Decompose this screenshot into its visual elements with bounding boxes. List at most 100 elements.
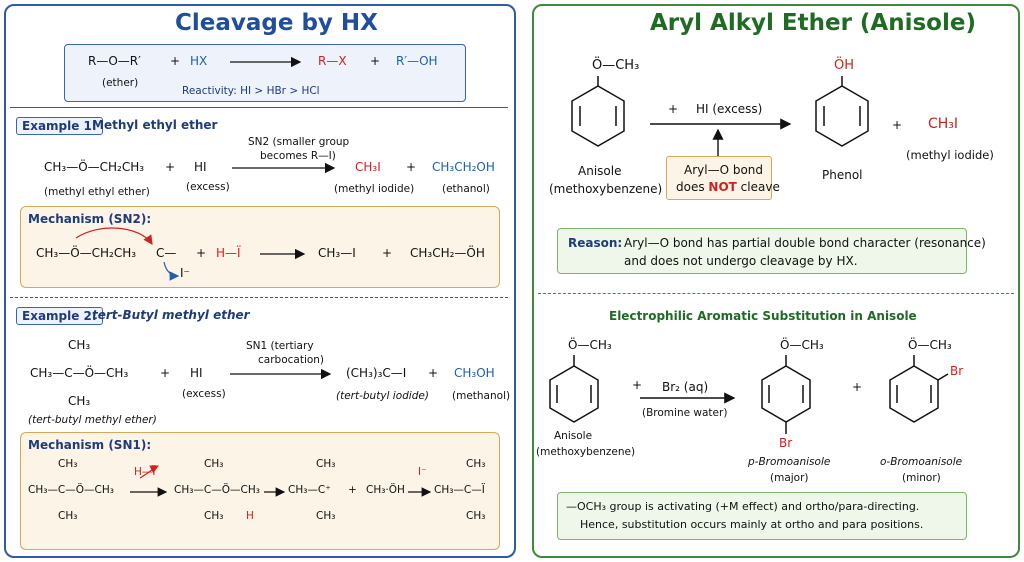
example-1-name: Methyl ethyl ether [92, 118, 218, 132]
mechanism-2-title: Mechanism (SN1): [28, 438, 152, 452]
ortho-ring [889, 355, 949, 423]
mech1-curve-red [75, 227, 153, 245]
mech2-s2-h: H [246, 510, 254, 522]
mech2-s1-mid: CH₃—C—Ö—CH₃ [28, 484, 114, 496]
phenol-substituent: ÖH [834, 58, 855, 73]
mech2-s1-bot: CH₃ [58, 510, 78, 522]
ex1-product-1: CH₃I [355, 160, 381, 174]
mech1-carbon: C— [156, 246, 177, 260]
summary-line-1: —OCH₃ group is activating (+M effect) an… [566, 500, 920, 513]
mech1-iodide: I⁻ [180, 266, 190, 280]
anisole-reagent: HI (excess) [696, 102, 763, 116]
aryl-note-pre: does [676, 180, 709, 194]
reason-line-1: Aryl—O bond has partial double bond char… [624, 236, 986, 250]
eas-anisole-ring [549, 355, 599, 423]
mech2-iodide: I⁻ [418, 466, 427, 478]
aryl-note-not: NOT [708, 180, 737, 194]
ex1-product-2: CH₃CH₂OH [432, 160, 495, 174]
ex2-product-1: (CH₃)₃C—I [346, 366, 407, 380]
mech2-s4-mid: CH₃—C—Ï [434, 484, 485, 496]
ex2-reactant-bot: CH₃ [68, 394, 91, 408]
anisole-plus: + [668, 102, 679, 116]
ex2-product-1-label: (tert-butyl iodide) [336, 390, 429, 402]
general-product-2: R′—OH [396, 54, 438, 68]
ex2-reactant-mid: CH₃—C—Ö—CH₃ [30, 366, 129, 380]
mech2-s3-bot: CH₃ [316, 510, 336, 522]
example-2-name: tert-Butyl methyl ether [92, 308, 250, 322]
mech2-curve-red [139, 465, 159, 479]
mech2-s2-top: CH₃ [204, 458, 224, 470]
mech2-s1-top: CH₃ [58, 458, 78, 470]
general-plus-2: + [370, 54, 381, 68]
aryl-note-post: cleave [736, 180, 780, 194]
para-label-2: (major) [770, 472, 809, 484]
ex2-product-2-label: (methanol) [452, 390, 511, 402]
phenol-label: Phenol [822, 168, 863, 182]
mech1-plus-2: + [382, 246, 393, 260]
para-label-1: p-Bromoanisole [748, 456, 831, 468]
ex1-product-2-label: (ethanol) [442, 183, 490, 195]
ex1-reactant: CH₃—Ö—CH₂CH₃ [44, 160, 145, 174]
left-divider-1 [10, 107, 508, 108]
reason-label: Reason: [568, 236, 623, 250]
eas-anisole-label-2: (methoxybenzene) [536, 446, 636, 458]
mech2-s4-top: CH₃ [466, 458, 486, 470]
general-reaction-box [64, 44, 466, 102]
ex1-product-1-label: (methyl iodide) [334, 183, 415, 195]
mech1-curve-blue [163, 261, 180, 281]
general-reactant: R—O—R′ [88, 54, 141, 68]
methyl-iodide: CH₃I [928, 116, 959, 132]
eas-reagent-note: (Bromine water) [642, 407, 728, 419]
anisole-label-1: Anisole [578, 164, 622, 178]
phenol-ring [815, 76, 869, 147]
right-title: Aryl Alkyl Ether (Anisole) [650, 10, 976, 36]
left-divider-2 [10, 297, 508, 298]
left-title: Cleavage by HX [175, 10, 378, 36]
general-reagent: HX [190, 54, 208, 68]
ortho-label-1: o-Bromoanisole [880, 456, 963, 468]
mech2-s3-top: CH₃ [316, 458, 336, 470]
eas-plus-1: + [632, 378, 643, 392]
anisole-substituent: Ö—CH₃ [592, 58, 640, 73]
mechanism-2-box [20, 432, 500, 550]
para-ring [761, 355, 811, 434]
eas-plus-2: + [852, 380, 863, 394]
right-divider [538, 293, 1014, 294]
example-2-label: Example 2: [16, 307, 103, 325]
ex2-condition-1: SN1 (tertiary [246, 340, 314, 352]
ex2-plus-2: + [428, 366, 439, 380]
ex2-reagent-note: (excess) [182, 388, 226, 400]
general-reactant-label: (ether) [102, 77, 139, 89]
ex2-reactant-top: CH₃ [68, 338, 91, 352]
mech1-plus-1: + [196, 246, 207, 260]
ex1-reactant-label: (methyl ethyl ether) [44, 186, 150, 198]
ex2-reagent: HI [190, 366, 203, 380]
mech2-s3-mid: CH₃—C⁺ [288, 484, 331, 496]
reactivity-order: Reactivity: HI > HBr > HCl [182, 85, 320, 97]
anisole-ring [571, 76, 625, 147]
aryl-note-line-2: does NOT cleave [676, 180, 780, 194]
ex1-condition-1: SN2 (smaller group [248, 136, 350, 148]
ex1-reagent-note: (excess) [186, 181, 230, 193]
eas-anisole-label-1: Anisole [554, 430, 593, 442]
aryl-note-line-1: Aryl—O bond [684, 163, 764, 177]
mech1-product-2: CH₃CH₂—ÖH [410, 246, 485, 260]
anisole-label-2: (methoxybenzene) [549, 182, 663, 196]
aryl-note-box [666, 156, 772, 200]
methyl-iodide-label: (methyl iodide) [906, 148, 994, 162]
ex2-product-2: CH₃OH [454, 366, 495, 380]
reason-line-2: and does not undergo cleavage by HX. [624, 254, 858, 268]
right-panel [532, 4, 1020, 558]
mech1-reactant: CH₃—Ö—CH₂CH₃ [36, 246, 137, 260]
para-substituent: Ö—CH₃ [780, 338, 824, 352]
ortho-label-2: (minor) [902, 472, 941, 484]
mech2-methanol: CH₃·ÖH [366, 484, 405, 496]
eas-title: Electrophilic Aromatic Substitution in A… [609, 309, 917, 323]
mechanism-1-title: Mechanism (SN2): [28, 212, 152, 226]
ex2-plus-1: + [160, 366, 171, 380]
ortho-br: Br [950, 364, 964, 378]
reason-box [557, 228, 967, 274]
mechanism-1-box [20, 206, 500, 288]
